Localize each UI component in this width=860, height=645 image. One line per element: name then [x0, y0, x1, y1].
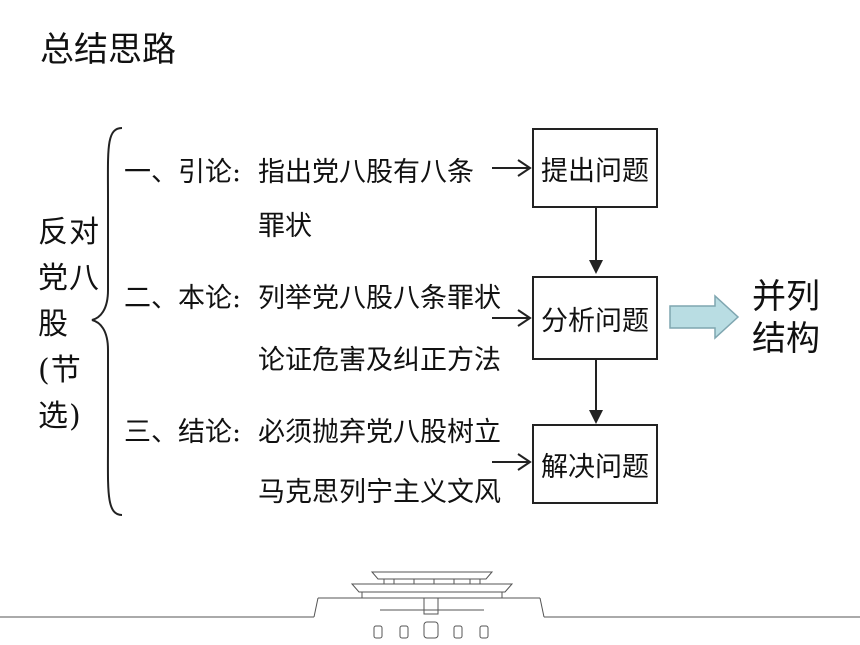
part3-line2: 马克思列宁主义文风 — [258, 477, 501, 508]
part3-line1: 必须抛弃党八股树立 — [258, 417, 501, 448]
step-box-raise-problem: 提出问题 — [532, 128, 658, 208]
part2-line2: 论证危害及纠正方法 — [258, 345, 501, 376]
part2-line1: 列举党八股八条罪状 — [258, 283, 501, 314]
part1-line1: 指出党八股有八条 — [258, 157, 474, 188]
gate-decoration-icon — [0, 571, 860, 639]
block-arrow-icon — [669, 294, 740, 340]
topic-label: 反对党八股(节选) — [38, 215, 100, 434]
part1-label: 一、引论: — [124, 157, 242, 188]
result-line2: 结构 — [752, 319, 820, 359]
part3-label: 三、结论: — [124, 417, 242, 448]
step-box-analyze-problem: 分析问题 — [532, 276, 658, 360]
part1-line2: 罪状 — [258, 211, 312, 242]
part2-label: 二、本论: — [124, 283, 242, 314]
step-box-solve-problem: 解决问题 — [532, 424, 658, 504]
curly-brace — [91, 127, 123, 516]
slide-title: 总结思路 — [40, 30, 176, 70]
result-line1: 并列 — [752, 277, 820, 317]
